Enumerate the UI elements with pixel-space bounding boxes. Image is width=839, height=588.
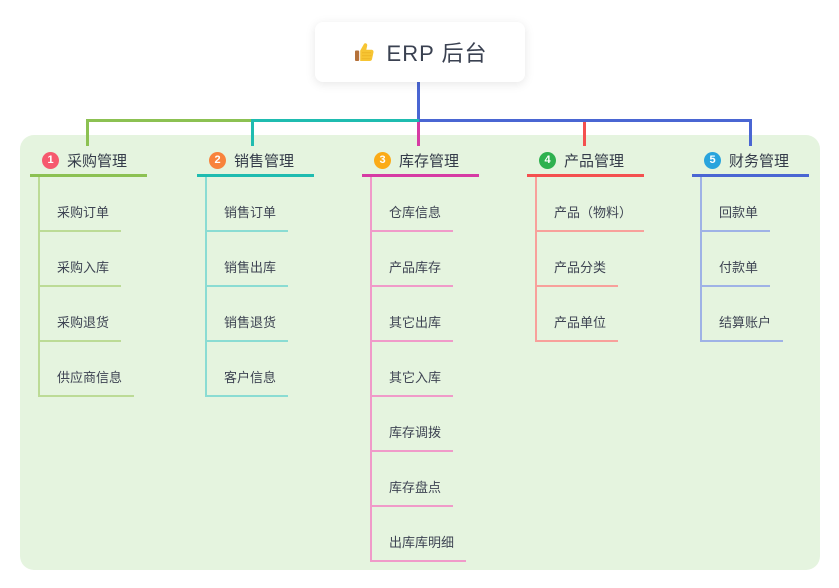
child-node[interactable]: 销售退货 — [205, 287, 357, 342]
branch-sales: 2 销售管理 销售订单 销售出库 销售退货 客户信息 — [197, 146, 357, 397]
connector-bus-segment-2 — [251, 119, 419, 122]
child-node[interactable]: 采购入库 — [38, 232, 190, 287]
connector-drop-branch-2 — [251, 119, 254, 146]
branch-trunk-line — [535, 177, 537, 342]
connector-bus-segment-1 — [86, 119, 252, 122]
child-node[interactable]: 产品（物料） — [535, 177, 687, 232]
child-node[interactable]: 产品库存 — [370, 232, 522, 287]
branch-title: 采购管理 — [67, 152, 128, 170]
connector-bus-segment-3 — [419, 119, 752, 122]
branch-procurement: 1 采购管理 采购订单 采购入库 采购退货 供应商信息 — [30, 146, 190, 397]
branch-children: 回款单 付款单 结算账户 — [700, 177, 839, 342]
child-node[interactable]: 仓库信息 — [370, 177, 522, 232]
child-node[interactable]: 出库库明细 — [370, 507, 522, 562]
branch-title: 产品管理 — [564, 152, 625, 170]
child-node[interactable]: 产品分类 — [535, 232, 687, 287]
branch-children: 仓库信息 产品库存 其它出库 其它入库 库存调拨 库存盘点 出库库明细 — [370, 177, 522, 562]
child-node[interactable]: 其它入库 — [370, 342, 522, 397]
branch-header[interactable]: 3 库存管理 — [362, 146, 479, 177]
branch-children: 采购订单 采购入库 采购退货 供应商信息 — [38, 177, 190, 397]
branch-number-badge: 3 — [374, 151, 391, 169]
branch-title: 财务管理 — [729, 152, 790, 170]
branch-title: 库存管理 — [399, 152, 460, 170]
child-node[interactable]: 结算账户 — [700, 287, 839, 342]
branch-header[interactable]: 2 销售管理 — [197, 146, 314, 177]
branch-number-badge: 5 — [704, 151, 721, 169]
connector-drop-branch-1 — [86, 119, 89, 146]
branch-trunk-line — [700, 177, 702, 342]
child-node[interactable]: 回款单 — [700, 177, 839, 232]
branch-product: 4 产品管理 产品（物料） 产品分类 产品单位 — [527, 146, 687, 342]
branch-children: 产品（物料） 产品分类 产品单位 — [535, 177, 687, 342]
branch-header[interactable]: 5 财务管理 — [692, 146, 809, 177]
child-node[interactable]: 库存盘点 — [370, 452, 522, 507]
child-node[interactable]: 销售出库 — [205, 232, 357, 287]
child-node[interactable]: 产品单位 — [535, 287, 687, 342]
branch-inventory: 3 库存管理 仓库信息 产品库存 其它出库 其它入库 库存调拨 库存盘点 出库库… — [362, 146, 522, 562]
branch-trunk-line — [370, 177, 372, 562]
branch-number-badge: 2 — [209, 151, 226, 169]
branch-children: 销售订单 销售出库 销售退货 客户信息 — [205, 177, 357, 397]
root-node[interactable]: ERP 后台 — [315, 22, 525, 82]
branch-header[interactable]: 4 产品管理 — [527, 146, 644, 177]
branch-header[interactable]: 1 采购管理 — [30, 146, 147, 177]
branches-panel — [20, 135, 820, 570]
connector-drop-branch-4 — [583, 122, 586, 146]
root-title: ERP 后台 — [386, 41, 488, 66]
branch-trunk-line — [205, 177, 207, 397]
child-node[interactable]: 供应商信息 — [38, 342, 190, 397]
branch-title: 销售管理 — [234, 152, 295, 170]
branch-trunk-line — [38, 177, 40, 397]
child-node[interactable]: 库存调拨 — [370, 397, 522, 452]
connector-drop-branch-5 — [749, 119, 752, 146]
branch-number-badge: 4 — [539, 151, 556, 169]
connector-root-drop — [417, 82, 420, 120]
thumbs-up-icon — [353, 40, 377, 64]
connector-drop-branch-3 — [417, 122, 420, 146]
branch-finance: 5 财务管理 回款单 付款单 结算账户 — [692, 146, 839, 342]
child-node[interactable]: 其它出库 — [370, 287, 522, 342]
child-node[interactable]: 客户信息 — [205, 342, 357, 397]
child-node[interactable]: 付款单 — [700, 232, 839, 287]
branch-number-badge: 1 — [42, 151, 59, 169]
child-node[interactable]: 采购退货 — [38, 287, 190, 342]
child-node[interactable]: 采购订单 — [38, 177, 190, 232]
child-node[interactable]: 销售订单 — [205, 177, 357, 232]
